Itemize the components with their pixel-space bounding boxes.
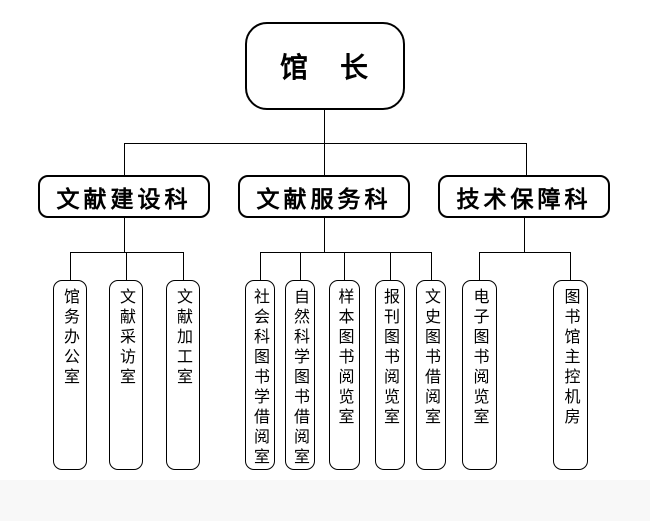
connector-line [344, 252, 345, 280]
connector-line [300, 252, 301, 280]
natural-science-lending-room-node: 自然科学图书借阅室 [285, 280, 315, 470]
connector-line [570, 252, 571, 280]
director-node: 馆 长 [245, 22, 405, 110]
sample-books-reading-room-label: 样本图书阅览室 [335, 288, 355, 428]
connector-line [479, 252, 480, 280]
doc-construction-dept-label: 文献建设科 [56, 186, 192, 213]
tech-support-dept-node: 技术保障科 [438, 175, 610, 218]
natural-science-lending-room-label: 自然科学图书借阅室 [291, 288, 310, 468]
periodicals-reading-room-label: 报刊图书阅览室 [381, 288, 400, 428]
main-control-room-node: 图书馆主控机房 [553, 280, 588, 470]
connector-line [431, 252, 432, 280]
doc-construction-dept-node: 文献建设科 [38, 175, 210, 218]
connector-line [390, 252, 391, 280]
library-affairs-office-node: 馆务办公室 [53, 280, 87, 470]
sample-books-reading-room-node: 样本图书阅览室 [329, 280, 360, 470]
connector-line [126, 252, 127, 280]
connector-line [260, 252, 261, 280]
connector-line [124, 143, 527, 144]
connector-line [524, 218, 525, 252]
connector-line [324, 218, 325, 252]
connector-line [124, 218, 125, 252]
connector-line [260, 252, 432, 253]
ebook-reading-room-node: 电子图书阅览室 [462, 280, 497, 470]
main-control-room-label: 图书馆主控机房 [561, 288, 581, 428]
social-science-lending-room-node: 社会科图书学借阅室 [245, 280, 275, 470]
connector-line [324, 110, 325, 143]
connector-line [70, 252, 71, 280]
doc-acquisition-room-label: 文献采访室 [117, 288, 136, 388]
periodicals-reading-room-node: 报刊图书阅览室 [375, 280, 405, 470]
background-band [0, 480, 650, 521]
doc-processing-room-label: 文献加工室 [174, 288, 193, 388]
doc-service-dept-node: 文献服务科 [238, 175, 410, 218]
doc-acquisition-room-node: 文献采访室 [109, 280, 143, 470]
doc-service-dept-label: 文献服务科 [256, 186, 392, 213]
connector-line [526, 143, 527, 175]
connector-line [324, 143, 325, 175]
connector-line [70, 252, 184, 253]
connector-line [183, 252, 184, 280]
connector-line [124, 143, 125, 175]
tech-support-dept-label: 技术保障科 [456, 186, 592, 213]
director-label: 馆 长 [279, 51, 370, 84]
doc-processing-room-node: 文献加工室 [166, 280, 200, 470]
literature-history-lending-room-node: 文史图书借阅室 [416, 280, 446, 470]
ebook-reading-room-label: 电子图书阅览室 [470, 288, 490, 428]
social-science-lending-room-label: 社会科图书学借阅室 [251, 288, 270, 468]
library-affairs-office-label: 馆务办公室 [61, 288, 80, 388]
literature-history-lending-room-label: 文史图书借阅室 [422, 288, 441, 428]
connector-line [479, 252, 571, 253]
